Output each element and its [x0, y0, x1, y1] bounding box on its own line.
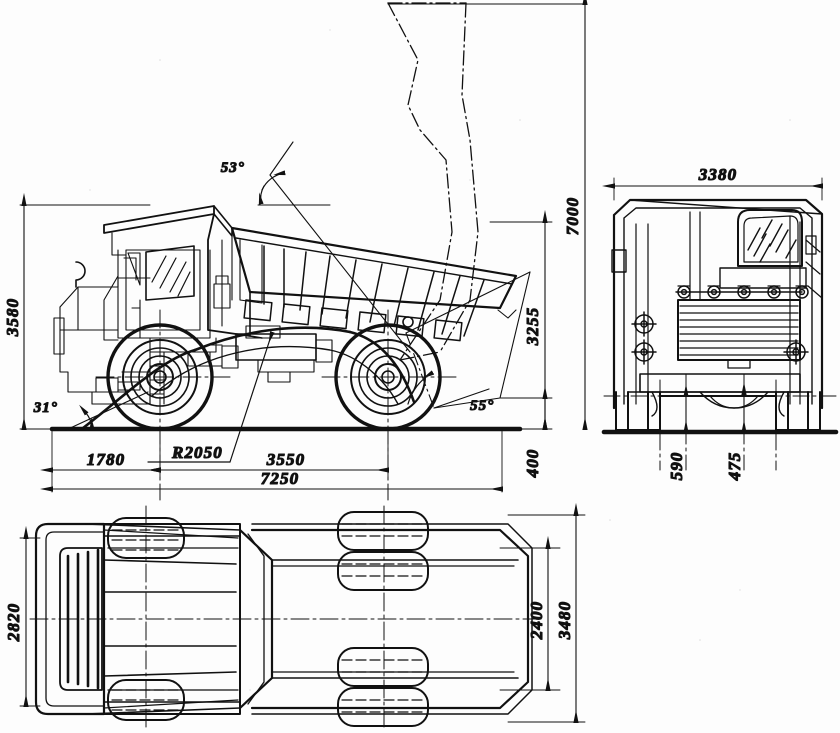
side-elevation-view: 53° 55° 31° [32, 2, 586, 501]
angle-departure-label: 55° [470, 398, 494, 414]
dim-wheelbase: 3550 [266, 450, 305, 469]
radiator-grille [677, 299, 801, 369]
dim-width-track: 2400 [527, 601, 546, 640]
plan-dimensions: 2820 2400 3480 [3, 502, 586, 724]
dim-width-cab: 2820 [4, 603, 23, 642]
approach-angle-construction [65, 391, 149, 431]
plan-rear-wheels [337, 511, 429, 727]
tip-angle-construction [257, 141, 411, 353]
dim-tipped-body: 3255 [523, 307, 542, 346]
dim-front-overhang: 1780 [87, 450, 125, 469]
dim-width-plan: 3480 [555, 601, 574, 640]
plan-view [29, 505, 546, 731]
headlight-row [675, 285, 809, 299]
drivetrain [95, 275, 333, 393]
dim-clearance-rear: 400 [523, 449, 542, 479]
dim-width-front: 3380 [698, 165, 737, 184]
front-dimensions: 3380 590 475 [601, 164, 824, 482]
glass-hatching [747, 219, 797, 263]
angle-tip-label: 53° [221, 160, 245, 176]
departure-angle-construction [405, 271, 531, 409]
dim-clearance-diff: 475 [725, 452, 744, 482]
side-dimensions: 3580 7000 3255 400 1780 3550 R2050 7250 [2, 0, 588, 493]
plan-centrelines [29, 505, 546, 731]
dim-clearance-front-axle: 590 [667, 452, 686, 481]
dump-body [207, 205, 518, 342]
dim-height-overall: 3580 [3, 298, 22, 337]
dim-tipped-height: 7000 [563, 197, 582, 235]
hub-marks [631, 311, 809, 365]
dim-length-overall: 7250 [261, 469, 299, 488]
dim-turn-radius: R2050 [171, 443, 223, 462]
front-elevation-view [601, 198, 839, 471]
angle-approach-label: 31° [33, 400, 58, 416]
